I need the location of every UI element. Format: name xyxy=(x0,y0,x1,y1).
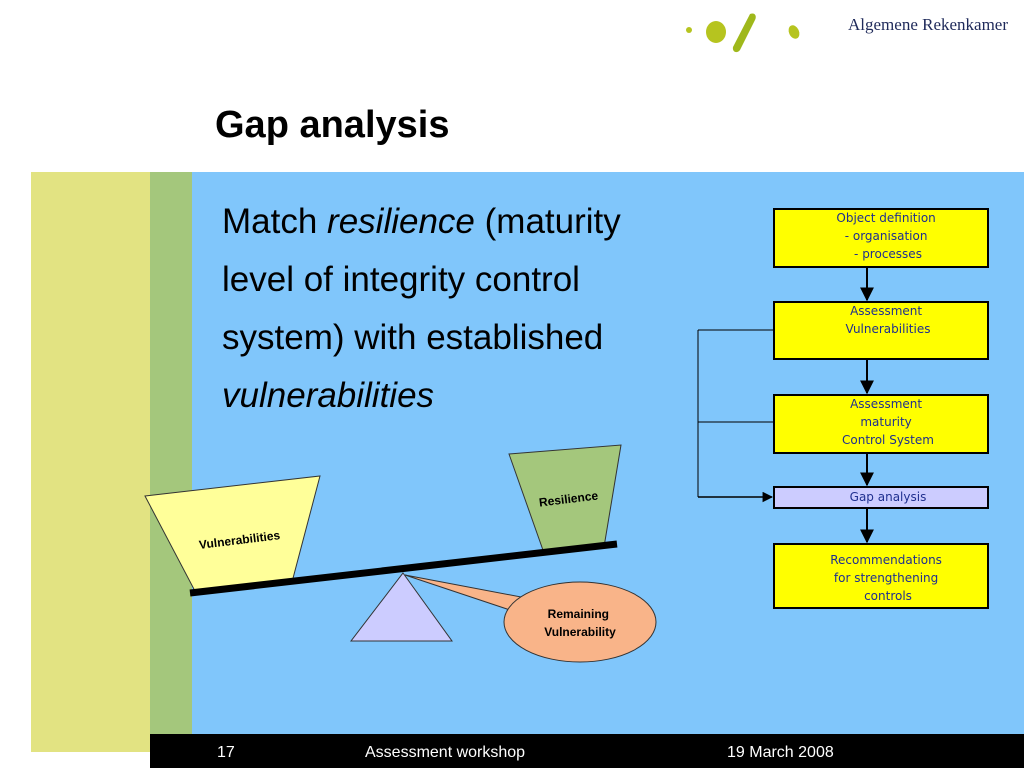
svg-text:Gap analysis: Gap analysis xyxy=(850,490,927,504)
vulnerabilities-emphasis: vulnerabilities xyxy=(222,376,435,415)
svg-text:Assessment maturity: Assessment maturity Control System xyxy=(842,397,934,447)
footer-date: 19 March 2008 xyxy=(727,744,834,761)
callout-text-line1: Remaining xyxy=(548,607,609,621)
fulcrum-triangle xyxy=(349,572,453,642)
flow-step-text: maturity xyxy=(860,415,911,429)
remaining-vulnerability-callout xyxy=(503,581,657,663)
flow-step-text: controls xyxy=(864,589,912,603)
dots-and-slash-logo-icon xyxy=(686,13,800,53)
flow-step-recommendations: Recommendations for strengthening contro… xyxy=(773,543,989,609)
flow-step-text: for strengthening xyxy=(834,571,938,585)
flow-step-text: - organisation xyxy=(845,229,928,243)
slide-footer: 17 Assessment workshop 19 March 2008 xyxy=(150,734,1024,768)
body-text-part1: Match xyxy=(222,202,328,241)
slide-title: Gap analysis xyxy=(215,104,450,146)
decorative-yellow-band xyxy=(31,172,150,752)
flow-step-text: Object definition xyxy=(836,211,935,225)
svg-text:Object definition - orga: Object definition - organisation - proce… xyxy=(836,211,939,261)
flow-step-text: Gap analysis xyxy=(850,490,927,504)
organization-name: Algemene Rekenkamer xyxy=(848,15,1009,34)
flow-step-text: Control System xyxy=(842,433,934,447)
decorative-green-band xyxy=(150,172,192,734)
flow-step-text: Assessment xyxy=(850,304,922,318)
body-text-part2: (maturity level of integrity control sys… xyxy=(222,202,621,357)
body-text: Match resilience (maturity level of inte… xyxy=(222,193,692,425)
balance-scale: Remaining Vulnerability Vulnerabilities … xyxy=(144,444,657,663)
callout-text-line2: Vulnerability xyxy=(544,625,616,639)
flow-step-text: - processes xyxy=(854,247,922,261)
balance-beam xyxy=(189,540,618,597)
flow-step-object-definition: Object definition - organisation - proce… xyxy=(773,208,989,268)
flow-step-assessment-vulnerabilities: Assessment Vulnerabilities xyxy=(773,301,989,360)
flow-step-assessment-maturity: Assessment maturity Control System xyxy=(773,394,989,454)
flow-step-text: Assessment xyxy=(850,397,922,411)
flow-step-gap-analysis: Gap analysis xyxy=(773,486,989,509)
resilience-emphasis: resilience xyxy=(327,202,475,241)
svg-text:Recommendations for stre: Recommendations for strengthening contro… xyxy=(830,553,946,603)
page-number: 17 xyxy=(217,744,235,761)
svg-text:Remaining Vulnerability: Remaining Vulnerability xyxy=(544,607,616,639)
footer-event: Assessment workshop xyxy=(365,744,526,761)
flow-step-text: Vulnerabilities xyxy=(846,322,931,336)
process-flowchart xyxy=(697,267,874,544)
flow-step-text: Recommendations xyxy=(830,553,942,567)
svg-text:Assessment Vulnerabiliti: Assessment Vulnerabilities xyxy=(846,304,931,336)
